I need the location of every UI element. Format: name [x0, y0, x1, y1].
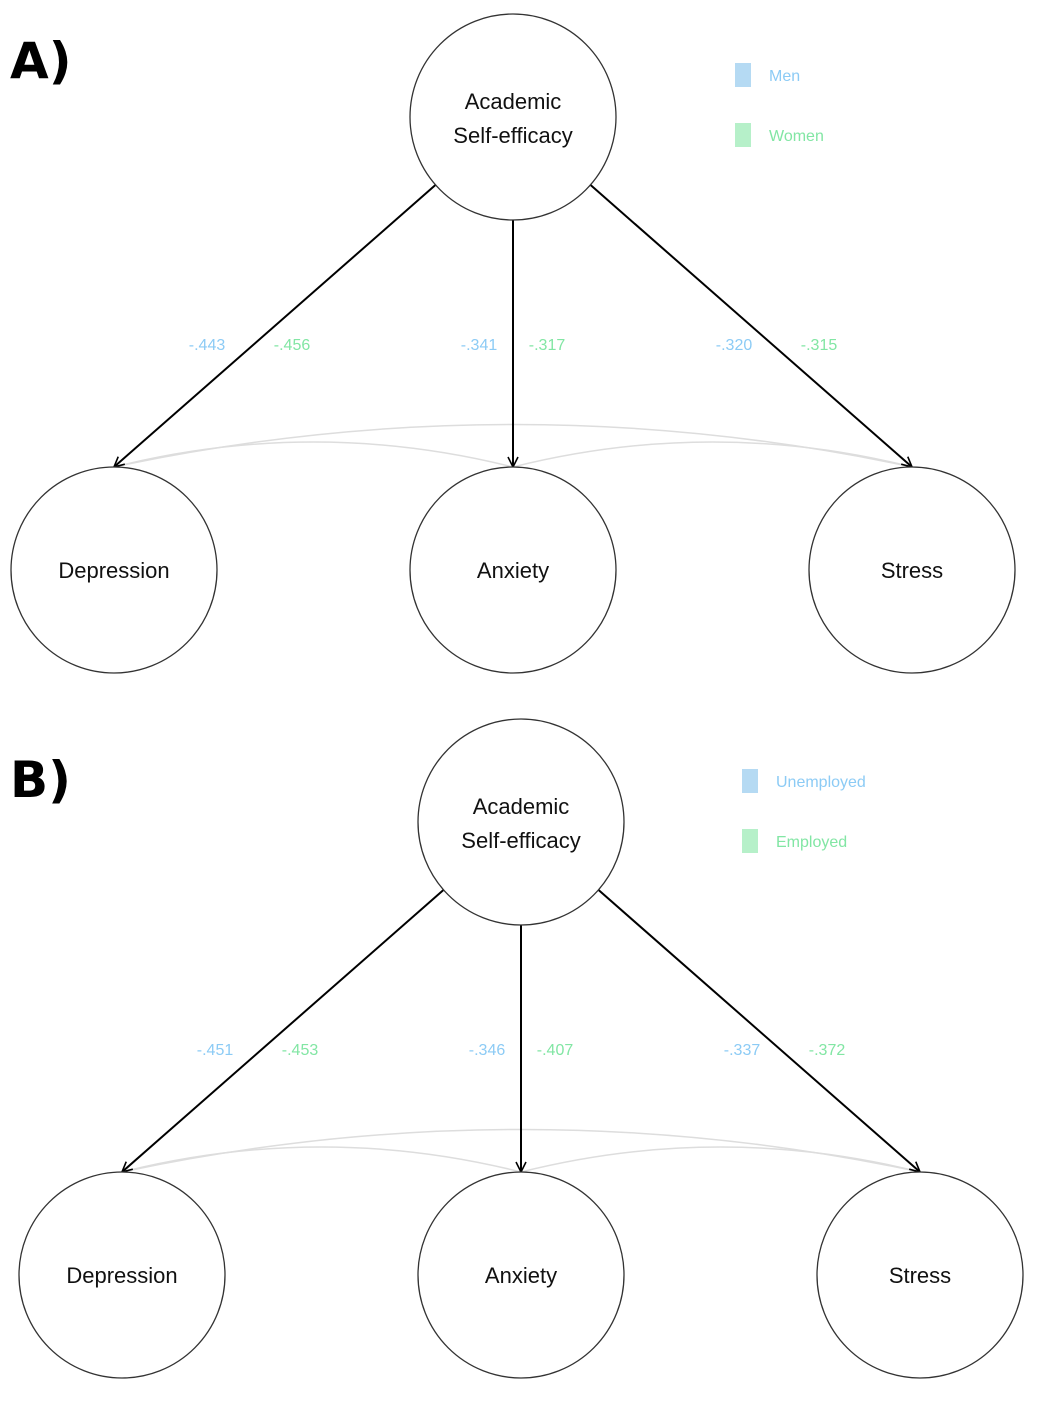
predictor-label-line1: Academic — [465, 89, 562, 114]
outcome-node-depression — [10, 466, 218, 674]
coef-group1: -.341 — [461, 337, 498, 354]
outcome-label: Depression — [58, 558, 169, 583]
panel-label: B) — [10, 751, 71, 809]
legend-swatch-group1 — [742, 769, 758, 793]
predictor-label-line2: Self-efficacy — [461, 828, 580, 853]
coef-group1: -.443 — [189, 337, 226, 354]
coef-group1: -.320 — [716, 337, 753, 354]
coef-group2: -.315 — [801, 337, 838, 354]
predictor-node — [409, 13, 617, 221]
coef-group2: -.372 — [809, 1042, 846, 1059]
coef-group2: -.317 — [529, 337, 566, 354]
panel-label: A) — [10, 32, 72, 90]
covariance-anxiety-stress — [512, 441, 913, 468]
predictor-label-line1: Academic — [473, 794, 570, 819]
legend-swatch-group2 — [742, 829, 758, 853]
coef-group1: -.346 — [469, 1042, 506, 1059]
outcome-node-stress — [816, 1171, 1024, 1379]
legend-swatch-group1 — [735, 63, 751, 87]
legend-label-group2: Women — [769, 128, 824, 145]
coef-group2: -.407 — [537, 1042, 574, 1059]
outcome-label: Stress — [881, 558, 943, 583]
legend-swatch-group2 — [735, 123, 751, 147]
predictor-node — [417, 718, 625, 926]
path-arrow-stress — [589, 184, 912, 467]
coef-group1: -.337 — [724, 1042, 761, 1059]
legend-label-group1: Men — [769, 68, 800, 85]
covariance-depression-anxiety — [113, 441, 514, 468]
coef-group1: -.451 — [197, 1042, 234, 1059]
outcome-node-anxiety — [409, 466, 617, 674]
outcome-node-depression — [18, 1171, 226, 1379]
legend-label-group1: Unemployed — [776, 774, 866, 791]
coef-group2: -.453 — [282, 1042, 319, 1059]
outcome-node-stress — [808, 466, 1016, 674]
predictor-label-line2: Self-efficacy — [453, 123, 572, 148]
outcome-label: Stress — [889, 1263, 951, 1288]
covariance-anxiety-stress — [520, 1146, 921, 1173]
outcome-label: Anxiety — [485, 1263, 557, 1288]
path-arrow-stress — [597, 889, 920, 1172]
outcome-label: Anxiety — [477, 558, 549, 583]
path-arrow-depression — [114, 184, 437, 467]
outcome-node-anxiety — [417, 1171, 625, 1379]
coef-group2: -.456 — [274, 337, 311, 354]
path-arrow-depression — [122, 889, 445, 1172]
covariance-depression-anxiety — [121, 1146, 522, 1173]
legend-label-group2: Employed — [776, 834, 847, 851]
outcome-label: Depression — [66, 1263, 177, 1288]
